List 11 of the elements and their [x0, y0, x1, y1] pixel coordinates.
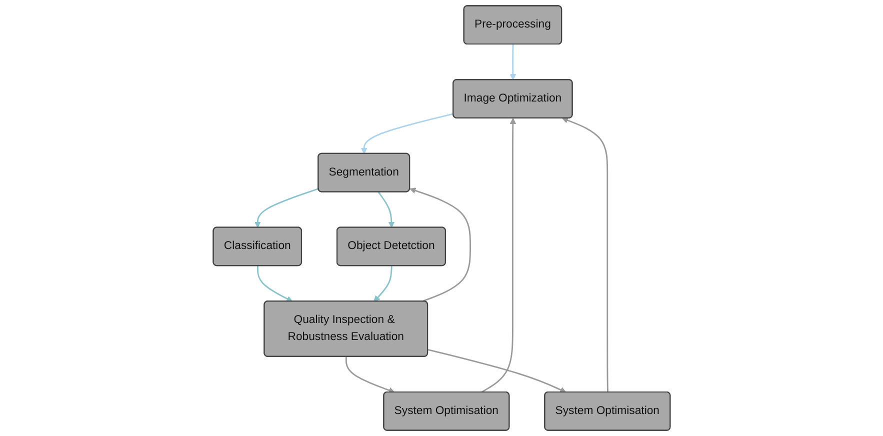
arrow [254, 188, 319, 228]
arrow [510, 44, 516, 80]
arrow [480, 118, 516, 393]
arrow [378, 192, 394, 228]
arrow [360, 113, 454, 154]
arrow [409, 188, 471, 302]
arrow [345, 356, 395, 394]
arrow [428, 348, 566, 393]
arrow [562, 117, 608, 392]
arrow [373, 266, 392, 302]
arrow [256, 266, 292, 302]
